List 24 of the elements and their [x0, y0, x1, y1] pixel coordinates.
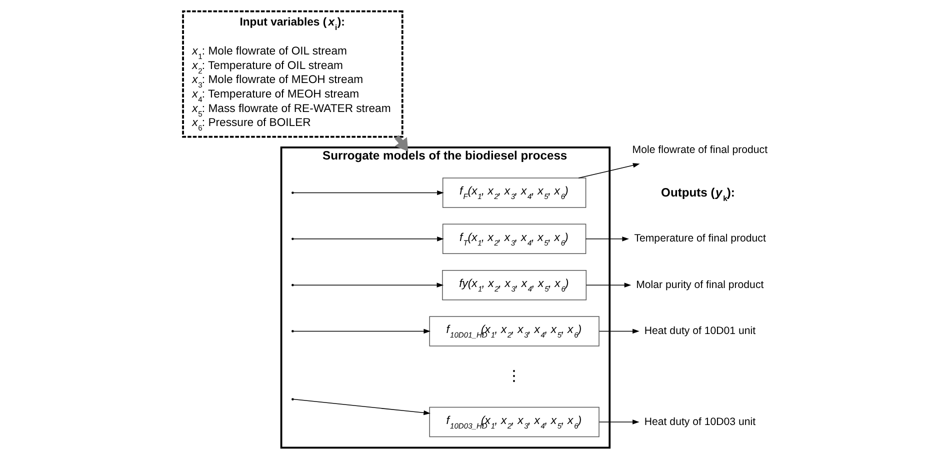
label: ⋮: [506, 367, 521, 384]
arrow: [598, 420, 639, 424]
node-text: Temperature of final product: [634, 232, 766, 245]
node-text: Molar purity of final product: [636, 278, 764, 291]
node-box: f$_{T}$(x$_{1}$, x$_{2}$, x$_{3}$, x$_{4}$, x$_{5}$, x$_{6}$): [442, 224, 586, 254]
arrow: [292, 190, 444, 196]
arrow: [292, 282, 444, 288]
arrow: [394, 135, 408, 152]
node-box: Input variables (x$_{i}$): x$_{1}$: Mole flowrate of OIL stream x$_{2}$: Temperature of OIL stream x$_{3}$: Mole flowrate of MEOH stream x$_{4}$: Temperature of MEOH stream x$_{5}$: Mass flowrate of RE-WATER stream x$_{6}$: Pressure of BOILER: [182, 10, 403, 138]
node-text: Mole flowrate of final product: [632, 144, 768, 156]
node-box: fy(x$_{1}$, x$_{2}$, x$_{3}$, x$_{4}$, x$_{5}$, x$_{6}$): [442, 270, 586, 300]
arrow: [584, 236, 628, 242]
node-text: Heat duty of 10D03 unit: [644, 416, 756, 428]
node-text: Heat duty of 10D01 unit: [644, 325, 756, 338]
arrow: [292, 398, 430, 416]
arrow: [292, 328, 430, 334]
node-box: f$_{10D03_HD}$(x$_{1}$, x$_{2}$, x$_{3}$, x$_{4}$, x$_{5}$, x$_{6}$): [428, 406, 599, 438]
arrow: [598, 328, 639, 334]
node-box: f$_{10D01_HD}$(x$_{1}$, x$_{2}$, x$_{3}$, x$_{4}$, x$_{5}$, x$_{6}$): [428, 316, 599, 346]
label: Outputs (y$_{k}$):: [660, 185, 734, 203]
arrow: [585, 282, 631, 288]
arrow: [292, 236, 444, 242]
node-box: f$_{F}$(x$_{1}$, x$_{2}$, x$_{3}$, x$_{4}$, x$_{5}$, x$_{6}$): [442, 178, 586, 208]
arrow: [578, 163, 640, 178]
